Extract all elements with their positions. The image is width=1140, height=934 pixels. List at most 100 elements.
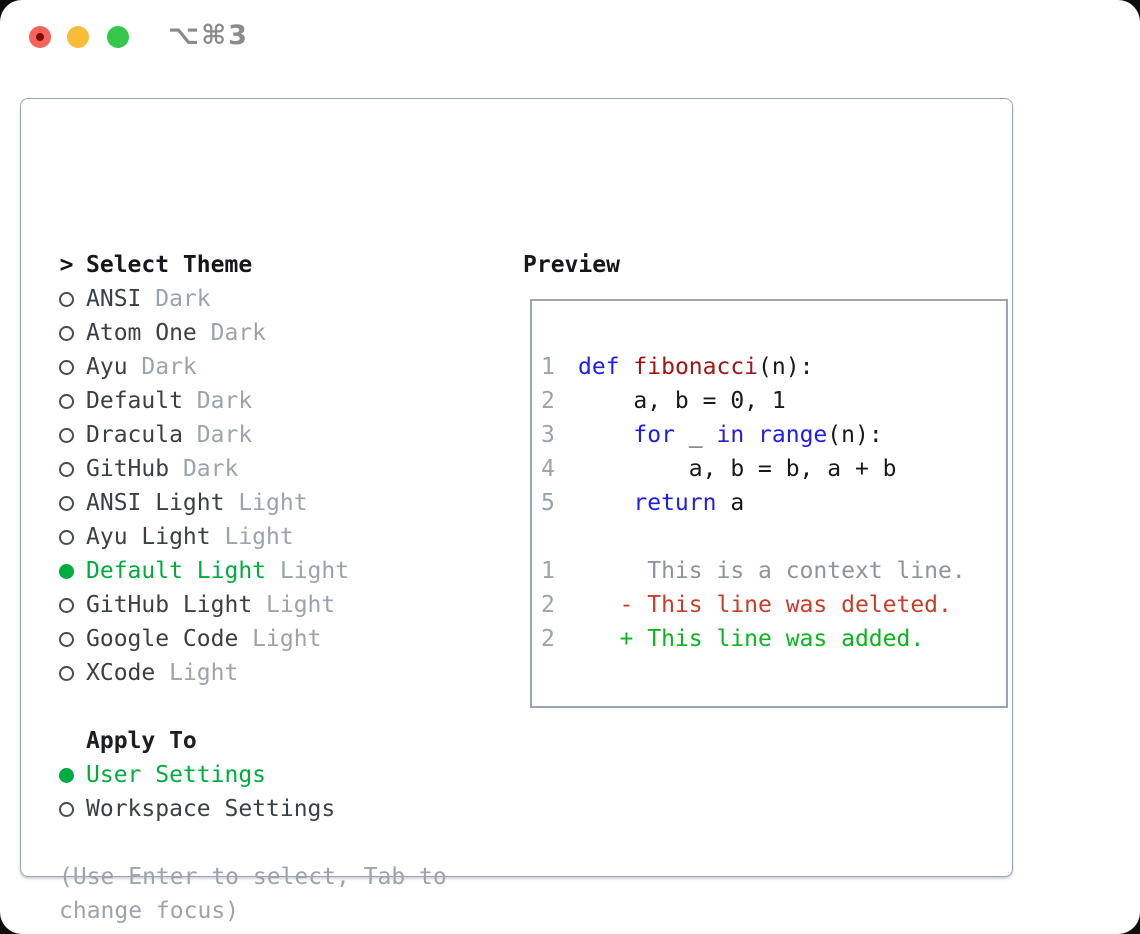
code-token-plain: _ xyxy=(674,422,717,448)
preview-line: 5 return a xyxy=(541,486,1006,520)
line-number: 4 xyxy=(541,456,555,482)
code-token-kw: def xyxy=(578,354,620,380)
line-number: 1 xyxy=(541,558,555,584)
apply-to-options: User Settings Workspace Settings xyxy=(59,758,499,826)
option-variant-label: Dark xyxy=(182,422,253,448)
code-token-plain xyxy=(744,422,758,448)
option-variant-label: Light xyxy=(252,592,336,618)
option-label: Default xyxy=(86,388,183,414)
apply-to-option[interactable]: User Settings xyxy=(59,758,499,792)
option-variant-label: Light xyxy=(266,558,350,584)
radio-icon xyxy=(59,631,74,647)
radio-selected-icon xyxy=(59,563,74,579)
code-token-plain: a xyxy=(716,490,745,516)
apply-to-option[interactable]: Workspace Settings xyxy=(59,792,499,826)
theme-option[interactable]: Ayu Dark xyxy=(59,350,499,384)
option-variant-label: Dark xyxy=(182,388,253,414)
title-bar: ⌥⌘3 xyxy=(0,0,1140,74)
option-variant-label: Dark xyxy=(127,354,197,380)
radio-icon xyxy=(59,495,74,511)
hint-line: (Use Enter to select, Tab to xyxy=(59,864,447,890)
code-token-plain: (n): xyxy=(758,354,814,380)
code-token-plain xyxy=(578,490,633,516)
option-label: Atom One xyxy=(86,320,197,346)
line-text: return a xyxy=(578,490,744,516)
select-theme-header: > Select Theme xyxy=(59,248,499,282)
line-text: + This line was added. xyxy=(578,626,925,652)
radio-icon xyxy=(59,529,74,545)
option-label: User Settings xyxy=(86,762,267,788)
apply-to-header: Apply To xyxy=(59,724,499,758)
theme-option[interactable]: Default Light Light xyxy=(59,554,499,588)
code-token-fn: fibonacci xyxy=(633,354,759,380)
option-label: Dracula xyxy=(86,422,183,448)
radio-icon xyxy=(59,325,74,341)
preview-line: 4 a, b = b, a + b xyxy=(541,452,1006,486)
theme-option[interactable]: Atom One Dark xyxy=(59,316,499,350)
hint-line: change focus) xyxy=(59,898,240,924)
radio-icon xyxy=(59,665,74,681)
option-label: XCode xyxy=(86,660,156,686)
line-text: a, b = b, a + b xyxy=(578,456,897,482)
theme-option[interactable]: XCode Light xyxy=(59,656,499,690)
preview-line: 2 a, b = 0, 1 xyxy=(541,384,1006,418)
option-label: GitHub Light xyxy=(86,592,253,618)
theme-option[interactable]: ANSI Dark xyxy=(59,282,499,316)
radio-icon xyxy=(59,801,74,817)
option-label: ANSI Light xyxy=(86,490,225,516)
theme-option[interactable]: GitHub Light Light xyxy=(59,588,499,622)
code-token-plain: a, b = b, a + b xyxy=(578,456,897,482)
line-number: 3 xyxy=(541,422,555,448)
line-number: 2 xyxy=(541,626,555,652)
option-label: Default Light xyxy=(86,558,267,584)
select-theme-label: Select Theme xyxy=(86,252,253,278)
theme-option[interactable]: GitHub Dark xyxy=(59,452,499,486)
theme-option[interactable]: Google Code Light xyxy=(59,622,499,656)
theme-option[interactable]: Default Dark xyxy=(59,384,499,418)
theme-option[interactable]: Ayu Light Light xyxy=(59,520,499,554)
option-variant-label: Dark xyxy=(141,286,211,312)
radio-icon xyxy=(59,427,74,443)
code-token-kw: return xyxy=(633,490,717,516)
code-token-ctx: This is a context line. xyxy=(578,558,966,584)
main-panel: > Select Theme ANSI Dark Atom One Dark A… xyxy=(20,98,1013,924)
preview-line: 1 This is a context line. xyxy=(541,554,1006,588)
line-number: 2 xyxy=(541,592,555,618)
line-text: a, b = 0, 1 xyxy=(578,388,786,414)
radio-icon xyxy=(59,461,74,477)
line-text: for _ in range(n): xyxy=(578,422,883,448)
option-variant-label: Light xyxy=(155,660,239,686)
close-button[interactable] xyxy=(29,26,51,48)
code-token-kw: for xyxy=(633,422,675,448)
option-variant-label: Light xyxy=(224,490,308,516)
close-dot-icon xyxy=(36,33,44,41)
option-label: GitHub xyxy=(86,456,170,482)
spacer xyxy=(59,690,499,724)
maximize-button[interactable] xyxy=(107,26,129,48)
theme-option[interactable]: Dracula Dark xyxy=(59,418,499,452)
code-token-del: - This line was deleted. xyxy=(578,592,952,618)
theme-picker: > Select Theme ANSI Dark Atom One Dark A… xyxy=(59,248,499,928)
code-token-plain xyxy=(620,354,634,380)
line-number: 2 xyxy=(541,388,555,414)
option-variant-label: Dark xyxy=(169,456,239,482)
option-label: Workspace Settings xyxy=(86,796,336,822)
code-token-add: + This line was added. xyxy=(578,626,925,652)
window-title: ⌥⌘3 xyxy=(168,20,249,51)
hint-text: (Use Enter to select, Tab to change focus… xyxy=(59,860,499,928)
line-text: def fibonacci(n): xyxy=(578,354,813,380)
minimize-button[interactable] xyxy=(67,26,89,48)
code-token-kw: in xyxy=(716,422,745,448)
option-variant-label: Light xyxy=(210,524,294,550)
preview-title: Preview xyxy=(523,252,620,278)
code-token-plain: (n): xyxy=(827,422,883,448)
code-token-plain: a, b = 0, 1 xyxy=(578,388,786,414)
option-label: ANSI xyxy=(86,286,142,312)
option-label: Google Code xyxy=(86,626,239,652)
theme-option[interactable]: ANSI Light Light xyxy=(59,486,499,520)
line-number: 5 xyxy=(541,490,555,516)
